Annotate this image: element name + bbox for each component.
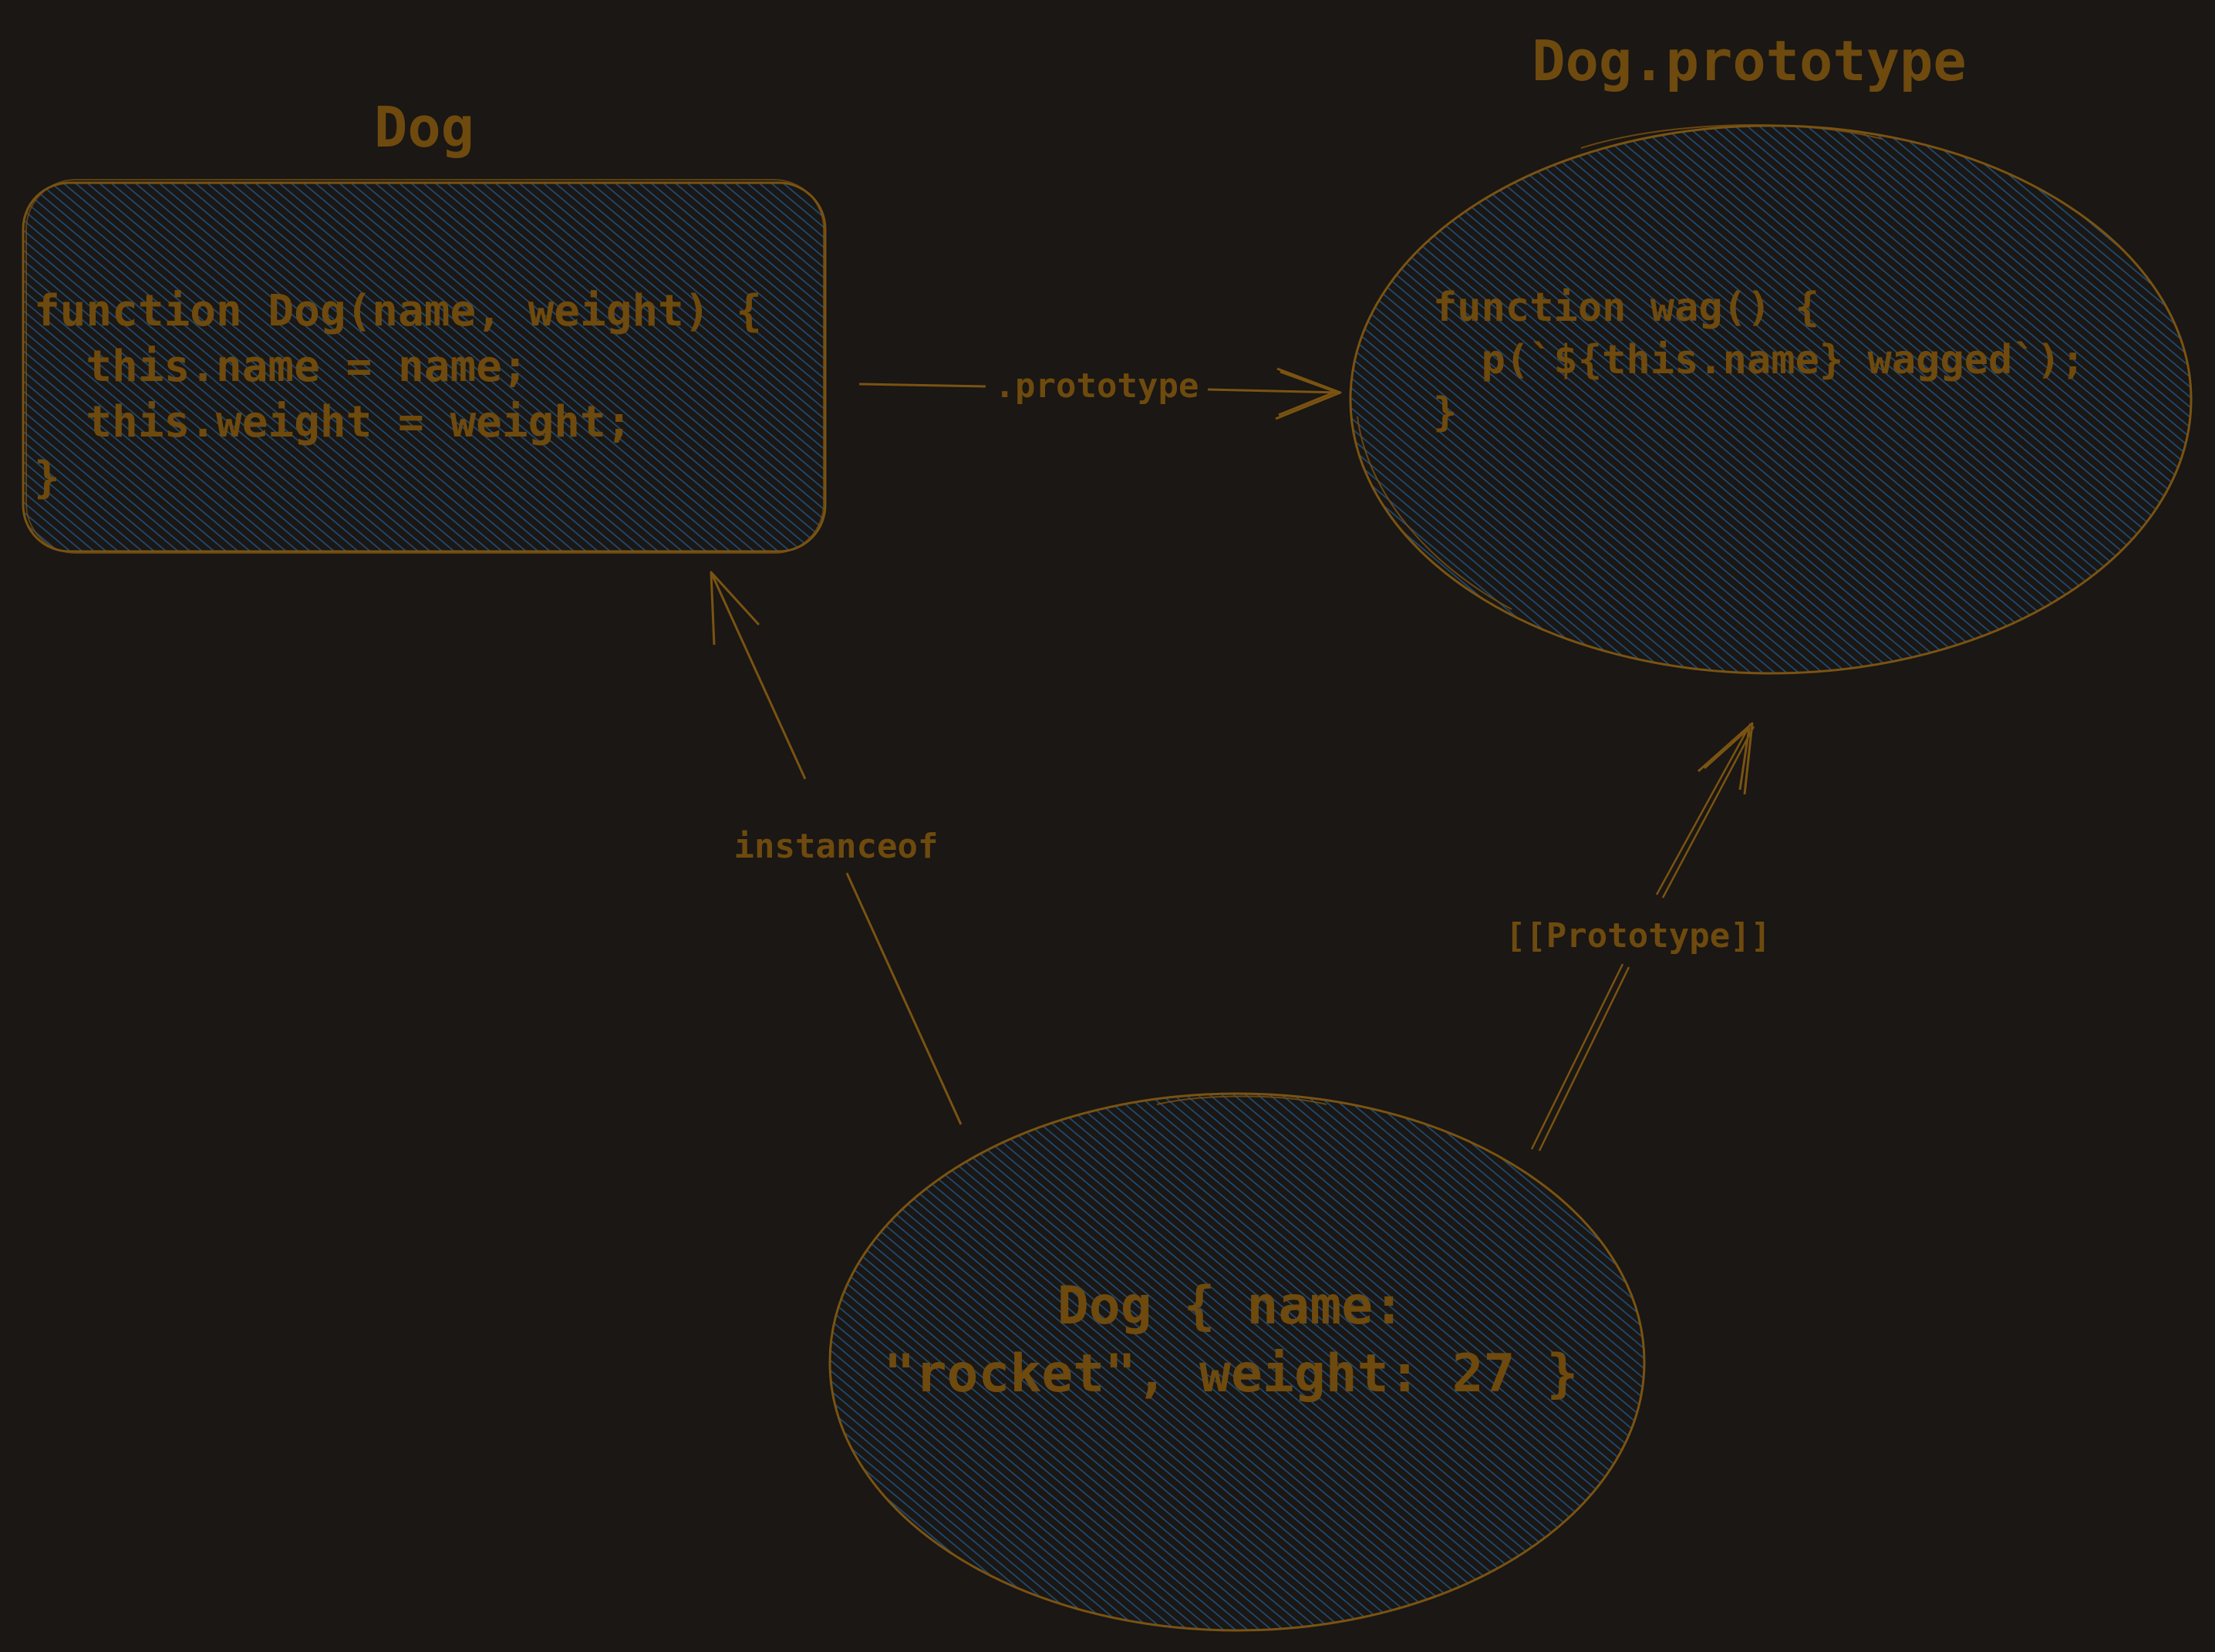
arrowhead-icon <box>710 571 760 646</box>
dog-box-outline <box>22 181 827 553</box>
prototype-arrow-line <box>858 383 986 388</box>
dog-code-line: this.name = name; <box>34 342 528 392</box>
dog-prototype-node[interactable]: Dog.prototype function wag() { p(`${this… <box>1349 29 2193 675</box>
instanceof-edge-label: instanceof <box>734 827 939 866</box>
dog-code-line: function Dog(name, weight) { <box>34 286 762 336</box>
prototype-ellipse-fill <box>1350 126 2191 673</box>
arrowhead-icon <box>1697 722 1754 795</box>
dog-title: Dog <box>374 95 474 160</box>
instanceof-arrow-line <box>845 872 963 1125</box>
arrowhead-icon <box>1275 367 1342 420</box>
prototype-edge-label: .prototype <box>995 366 1199 406</box>
proto-edge-label: [[Prototype]] <box>1505 916 1771 956</box>
dog-code-line: this.weight = weight; <box>34 397 632 447</box>
dog-constructor-node[interactable]: Dog function Dog(name, weight) { this.na… <box>22 95 827 554</box>
dog-instance-node[interactable]: Dog { name: "rocket", weight: 27 } <box>828 1092 1646 1632</box>
instanceof-arrow[interactable]: instanceof <box>710 571 963 1125</box>
instance-ellipse-fill <box>830 1094 1644 1630</box>
prototype-code-line: } <box>1433 389 1457 436</box>
dog-box-fill <box>23 183 825 551</box>
instance-ellipse-outline <box>828 1092 1646 1632</box>
instance-text-block: Dog { name: "rocket", weight: 27 } <box>884 1276 1579 1404</box>
instance-text-line: "rocket", weight: 27 } <box>884 1344 1579 1404</box>
prototype-code-block: function wag() { p(`${this.name} wagged`… <box>1433 285 2085 436</box>
proto-arrow-line <box>1530 723 1755 1151</box>
dog-code-block: function Dog(name, weight) { this.name =… <box>34 286 762 503</box>
prototype-code-line: p(`${this.name} wagged`); <box>1433 337 2085 383</box>
dog-code-line: } <box>34 453 60 503</box>
prototype-code-line: function wag() { <box>1433 285 1819 331</box>
prototype-arrow[interactable]: .prototype <box>858 366 1342 420</box>
proto-internal-arrow[interactable]: [[Prototype]] <box>1505 722 1771 1151</box>
prototype-title: Dog.prototype <box>1532 29 1967 93</box>
instance-text-line: Dog { name: <box>1057 1276 1404 1337</box>
